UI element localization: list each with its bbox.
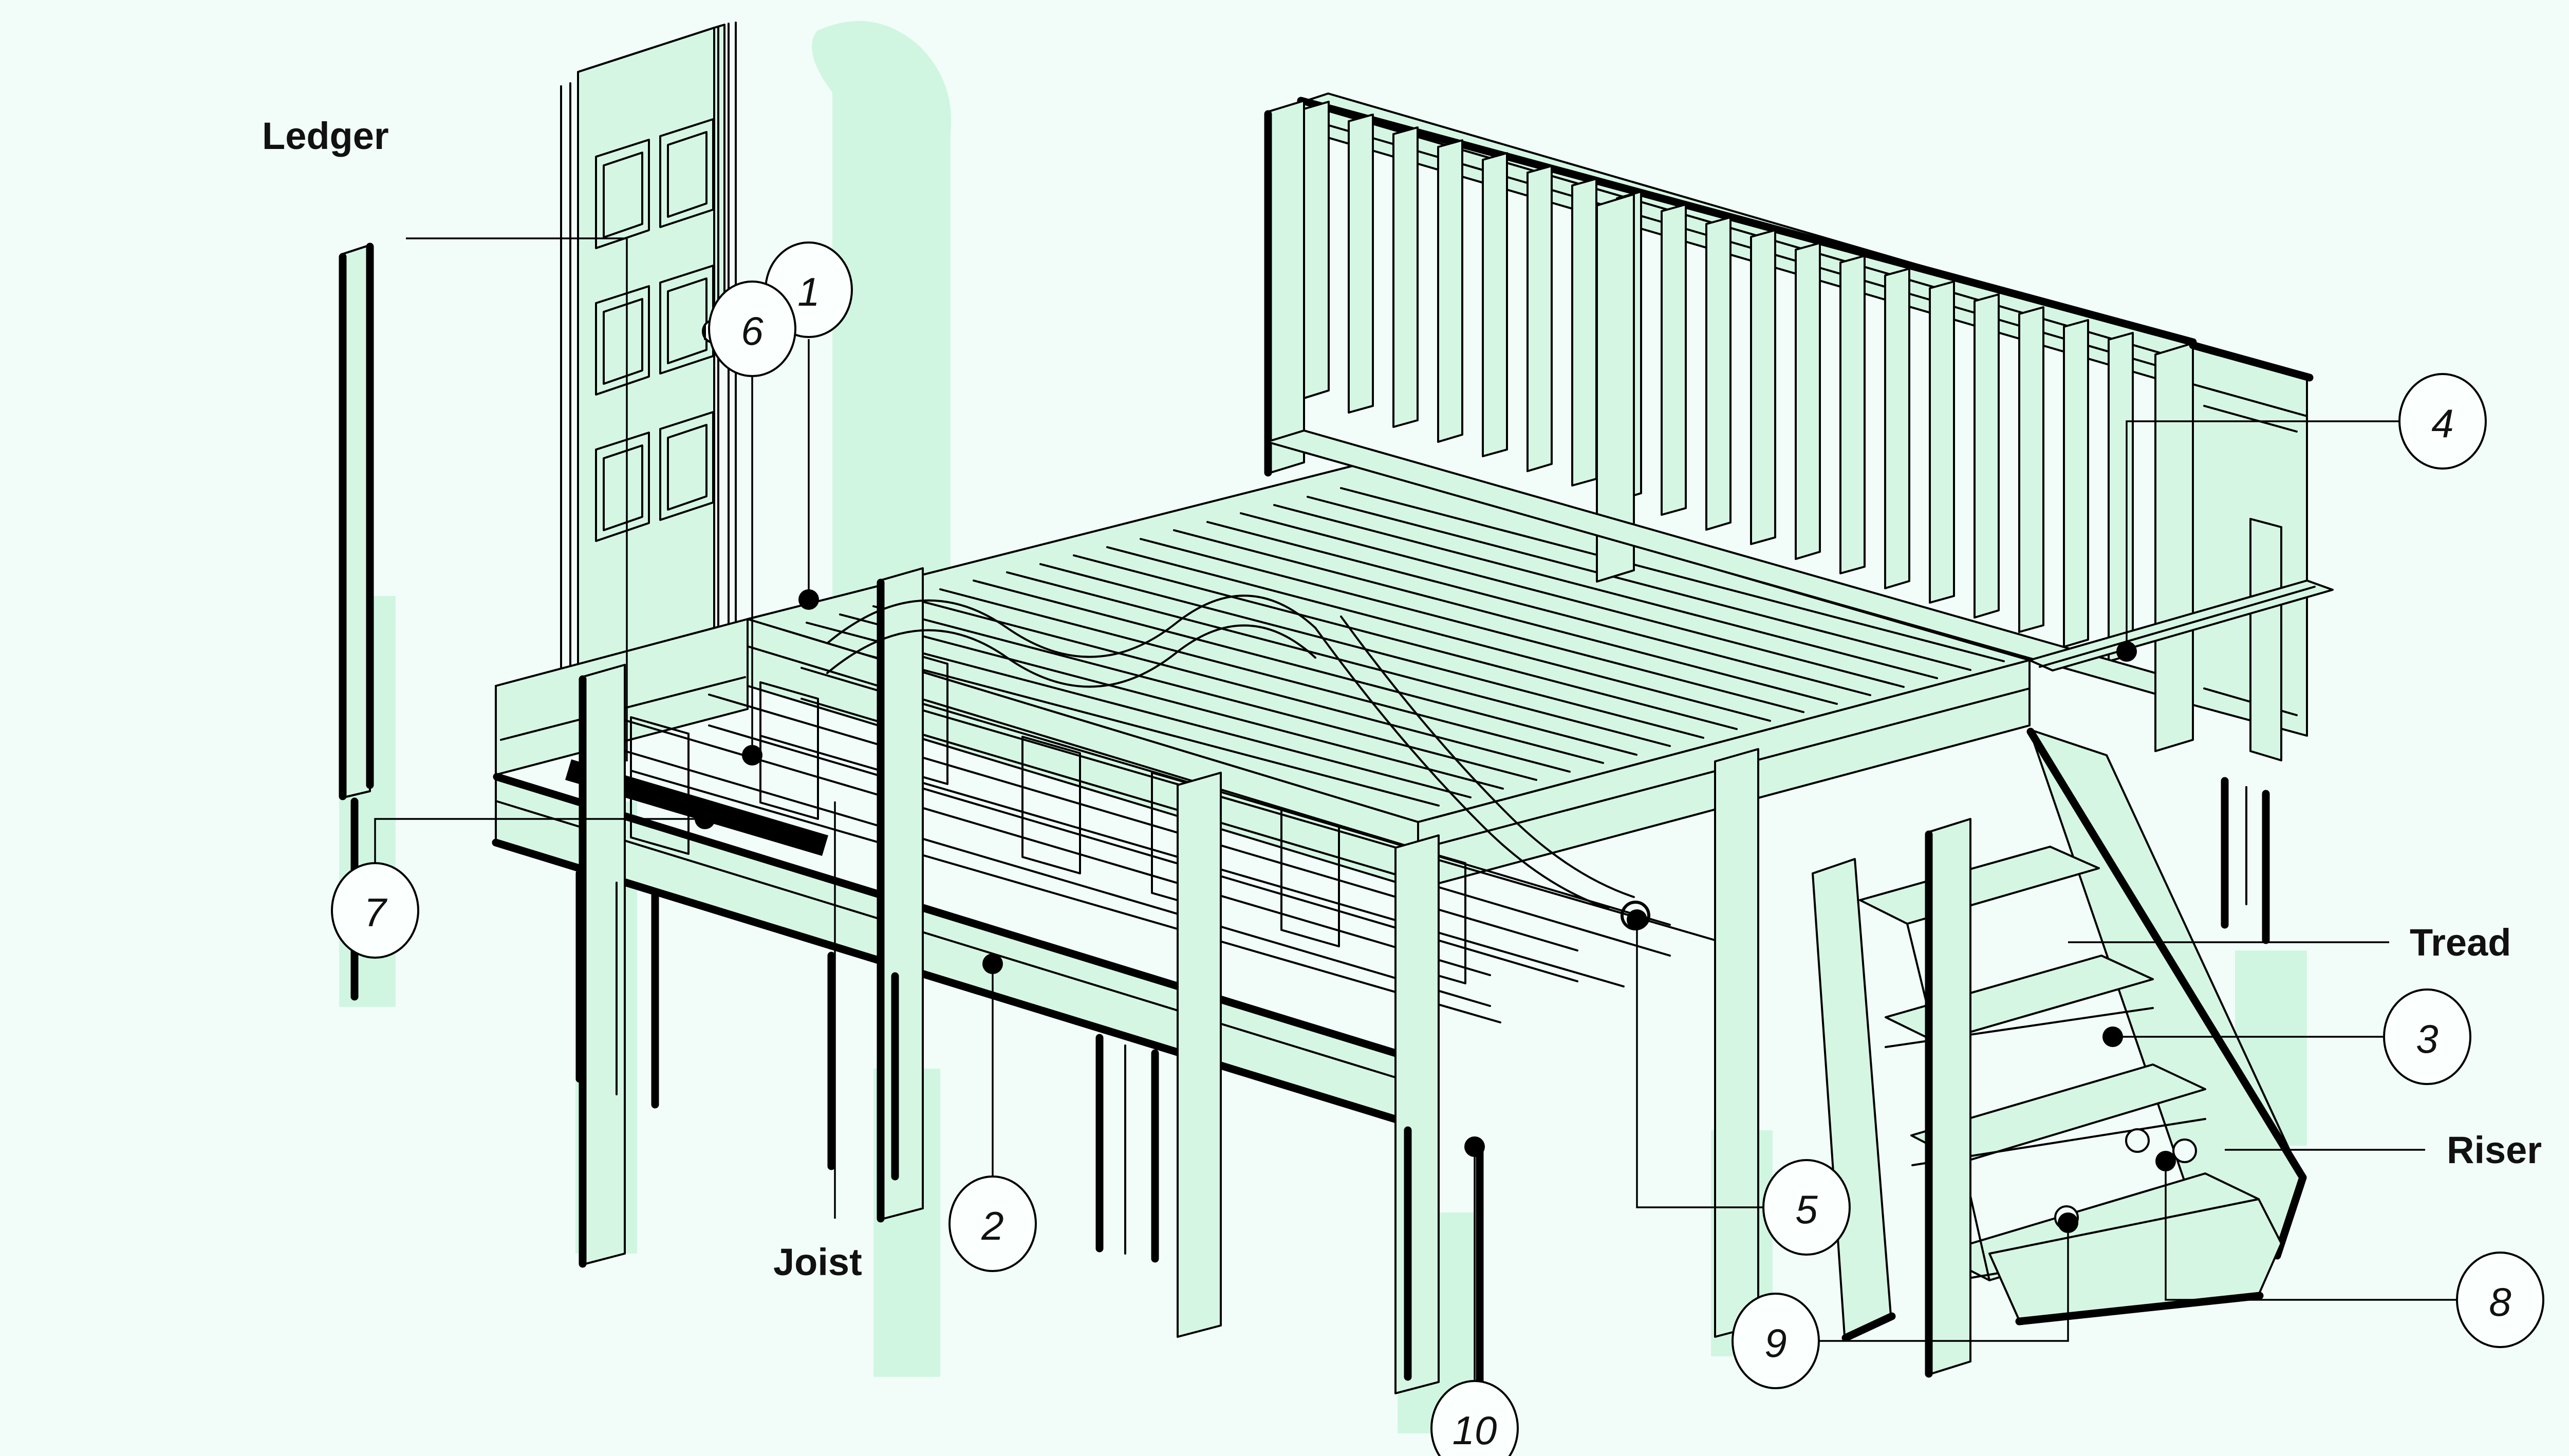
joists [621, 667, 1671, 1007]
balusters [1303, 101, 2134, 662]
anno-riser-group: Riser [2225, 1129, 2542, 1171]
callout-10-label: 10 [1453, 1408, 1497, 1453]
support-posts-left [339, 242, 374, 800]
anno-joist-group: Joist [773, 801, 862, 1283]
callout-4-group[interactable]: 4 [2116, 373, 2487, 662]
door-panels [595, 118, 714, 542]
anno-ledger-group: Ledger [262, 115, 628, 761]
pier-stilts [350, 777, 2270, 1391]
plug-hole-icon [2125, 1128, 2150, 1153]
callout-7-label: 7 [364, 890, 387, 935]
pier-stilts-thin [616, 786, 2247, 1255]
anno-joist-label: Joist [773, 1241, 862, 1283]
callout-8-group[interactable]: 8 [2155, 1151, 2544, 1348]
callout-2-label: 2 [981, 1203, 1003, 1248]
handrail-assembly [1264, 92, 2197, 752]
plug-hole-icon [2172, 1138, 2197, 1163]
handrail-right-return [2028, 341, 2334, 761]
anno-ledger-label: Ledger [262, 115, 389, 157]
guide-cable [826, 594, 1650, 930]
callout-9-group[interactable]: 9 [1732, 1212, 2078, 1389]
callout-5-group[interactable]: 5 [1627, 909, 1851, 1256]
callout-3-group[interactable]: 3 [2102, 988, 2471, 1085]
deck-posts [350, 567, 2270, 1394]
callout-5-label: 5 [1795, 1187, 1818, 1232]
stair-assembly [1812, 727, 2307, 1378]
callout-10-group[interactable]: 10 [1430, 1136, 1519, 1456]
callout-3-label: 3 [2416, 1016, 2438, 1061]
callout-4-label: 4 [2431, 401, 2453, 446]
anno-riser-label: Riser [2447, 1129, 2542, 1171]
callout-2-group[interactable]: 2 [948, 954, 1037, 1272]
anno-tread-label: Tread [2410, 921, 2511, 964]
anno-tread-group: Tread [2068, 921, 2511, 964]
callout-8-label: 8 [2489, 1279, 2511, 1324]
callout-layer: 1 2 3 [331, 241, 2544, 1456]
callout-1-label: 1 [797, 269, 820, 314]
annotation-layer: Ledger Joist Tread Riser [262, 115, 2542, 1283]
callout-9-label: 9 [1764, 1320, 1786, 1366]
callout-6-label: 6 [741, 308, 764, 353]
house-door [560, 22, 737, 671]
callout-6-group[interactable]: 6 [708, 281, 796, 766]
callout-7-group[interactable]: 7 [331, 809, 715, 959]
